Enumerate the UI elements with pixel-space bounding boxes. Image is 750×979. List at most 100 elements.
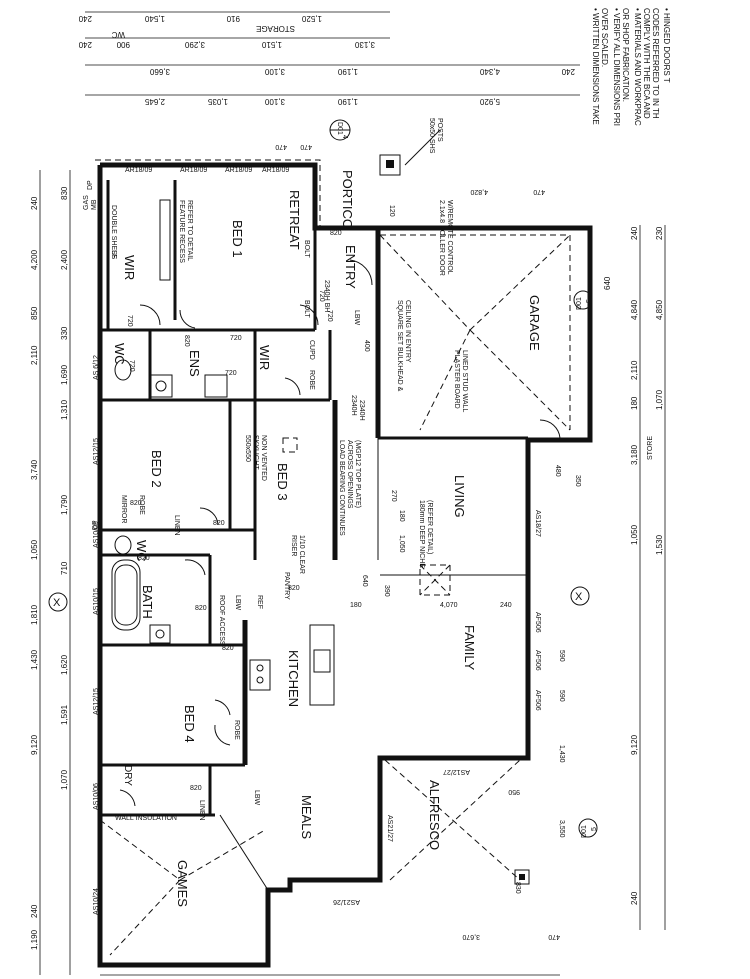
room-ens: ENS	[187, 350, 202, 377]
wc-top-label: WC	[111, 30, 125, 39]
svg-text:2,110: 2,110	[630, 360, 639, 380]
annotations: DOUBLE SHELF SS FEATURE RECESS REFER TO …	[83, 118, 468, 822]
room-wc1: WC	[112, 343, 127, 365]
svg-text:230: 230	[655, 226, 664, 240]
svg-text:ACROSS OPENINGS: ACROSS OPENINGS	[346, 440, 353, 509]
svg-text:820: 820	[330, 230, 342, 237]
svg-text:240: 240	[30, 196, 39, 210]
section-marker-x-left: X	[53, 597, 61, 609]
svg-text:WALL INSULATION: WALL INSULATION	[115, 815, 177, 822]
svg-text:W/REMOTE CONTROL: W/REMOTE CONTROL	[446, 200, 453, 275]
room-bath: BATH	[140, 585, 155, 619]
svg-text:850: 850	[30, 306, 39, 320]
svg-text:1,190: 1,190	[30, 929, 39, 950]
svg-text:AF506: AF506	[534, 690, 541, 711]
svg-text:550x550: 550x550	[244, 435, 251, 462]
svg-text:OR SHOP FABRICATION.: OR SHOP FABRICATION.	[621, 8, 630, 102]
svg-text:180: 180	[630, 396, 639, 410]
svg-text:180: 180	[398, 510, 405, 522]
svg-text:1,050: 1,050	[30, 539, 39, 560]
svg-text:470: 470	[275, 143, 287, 150]
svg-text:NON VENTED: NON VENTED	[260, 435, 267, 481]
svg-text:CODES REFERRED TO IN TH: CODES REFERRED TO IN TH	[651, 8, 660, 119]
svg-text:REFER TO DETAIL: REFER TO DETAIL	[186, 200, 193, 261]
svg-text:LBW: LBW	[253, 790, 260, 806]
svg-text:AS10/09: AS10/09	[93, 521, 100, 548]
svg-text:GAS: GAS	[83, 195, 90, 210]
svg-text:2,110: 2,110	[30, 345, 39, 365]
svg-text:1,530: 1,530	[655, 534, 664, 555]
svg-text:820: 820	[183, 335, 190, 347]
svg-text:240: 240	[500, 602, 512, 609]
svg-text:830: 830	[60, 186, 69, 200]
svg-text:9,120: 9,120	[630, 734, 639, 755]
svg-text:RISER: RISER	[290, 535, 297, 556]
svg-text:470: 470	[548, 933, 560, 940]
svg-text:BOLT: BOLT	[303, 300, 310, 318]
top-dim: 240	[78, 40, 92, 49]
svg-text:820: 820	[190, 785, 202, 792]
svg-text:820: 820	[213, 520, 225, 527]
top-dimension-strings: 240 1,540 910 1,520 240 900 3,290 1,510 …	[78, 11, 580, 106]
top-dim: 240	[561, 67, 575, 76]
room-labels: BED 1 RETREAT WIR PORTICO ENTRY GARAGE E…	[112, 170, 542, 907]
svg-text:SS: SS	[110, 250, 117, 260]
svg-text:640: 640	[603, 276, 612, 290]
svg-text:180mm DEEP NICHE: 180mm DEEP NICHE	[418, 500, 425, 568]
svg-text:AS10/15: AS10/15	[93, 588, 100, 615]
svg-text:240: 240	[630, 226, 639, 240]
svg-text:PANTRY: PANTRY	[283, 572, 290, 600]
svg-text:DOUBLE SHELF: DOUBLE SHELF	[110, 205, 117, 258]
svg-text:DP: DP	[87, 180, 94, 190]
svg-text:• WRITTEN DIMENSIONS TAKE: • WRITTEN DIMENSIONS TAKE	[591, 8, 600, 125]
svg-text:CUPD: CUPD	[308, 340, 315, 360]
svg-text:AR18/09: AR18/09	[225, 167, 252, 174]
svg-text:MIRROR: MIRROR	[120, 495, 127, 523]
svg-text:AF506: AF506	[534, 650, 541, 671]
svg-text:D01: D01	[576, 297, 583, 310]
svg-text:2340H BH: 2340H BH	[323, 280, 330, 312]
svg-text:LOAD BEARING CONTINUES: LOAD BEARING CONTINUES	[338, 440, 345, 536]
svg-text:4,070: 4,070	[440, 602, 458, 609]
top-dim: 3,100	[264, 97, 285, 106]
top-dim: 1,190	[337, 97, 358, 106]
svg-text:ROBE: ROBE	[233, 720, 240, 740]
svg-text:9,120: 9,120	[30, 734, 39, 755]
internal-walls	[100, 165, 528, 891]
left-dimension-strings: 240 4,200 850 2,110 3,740 1,050 1,810 1,…	[30, 170, 71, 975]
svg-text:ROBE: ROBE	[308, 370, 315, 390]
svg-text:820: 820	[222, 645, 234, 652]
top-dim: 3,100	[264, 67, 285, 76]
svg-text:D01: D01	[581, 825, 588, 838]
svg-text:MB: MB	[91, 199, 98, 210]
svg-text:ROOF ACCESS: ROOF ACCESS	[218, 595, 225, 646]
svg-text:470: 470	[300, 143, 312, 150]
room-wc2: WC	[134, 540, 149, 562]
room-living: LIVING	[452, 475, 467, 518]
svg-text:50x50 SHS: 50x50 SHS	[428, 118, 435, 154]
svg-text:720: 720	[126, 315, 133, 327]
svg-text:AS12/27: AS12/27	[443, 768, 470, 775]
svg-text:LINED STUD WALL: LINED STUD WALL	[461, 350, 468, 412]
svg-text:390: 390	[383, 585, 390, 597]
svg-text:AS12/15: AS12/15	[93, 688, 100, 715]
inner-dimensions: 470 470 4,820 470 120 820 720 720 720 82…	[126, 143, 581, 940]
svg-text:180: 180	[350, 602, 362, 609]
svg-text:1,591: 1,591	[60, 704, 69, 725]
svg-text:1,070: 1,070	[60, 769, 69, 790]
svg-text:1,050: 1,050	[630, 524, 639, 545]
svg-text:AS12/15: AS12/15	[93, 438, 100, 465]
room-kitchen: KITCHEN	[286, 650, 301, 707]
top-dim: 900	[116, 40, 130, 49]
svg-text:820: 820	[288, 585, 300, 592]
svg-text:2,400: 2,400	[60, 249, 69, 270]
svg-text:DP: DP	[92, 520, 99, 530]
svg-text:SKYLIGHT: SKYLIGHT	[252, 435, 259, 470]
section-marker-x-right: X	[575, 591, 583, 603]
svg-text:120: 120	[388, 205, 395, 217]
svg-text:SQUARE SET BULKHEAD &: SQUARE SET BULKHEAD &	[396, 300, 403, 392]
store-label: STORE	[647, 436, 654, 460]
svg-text:4,840: 4,840	[630, 299, 639, 320]
room-portico: PORTICO	[340, 170, 355, 229]
svg-text:AR18/09: AR18/09	[125, 167, 152, 174]
